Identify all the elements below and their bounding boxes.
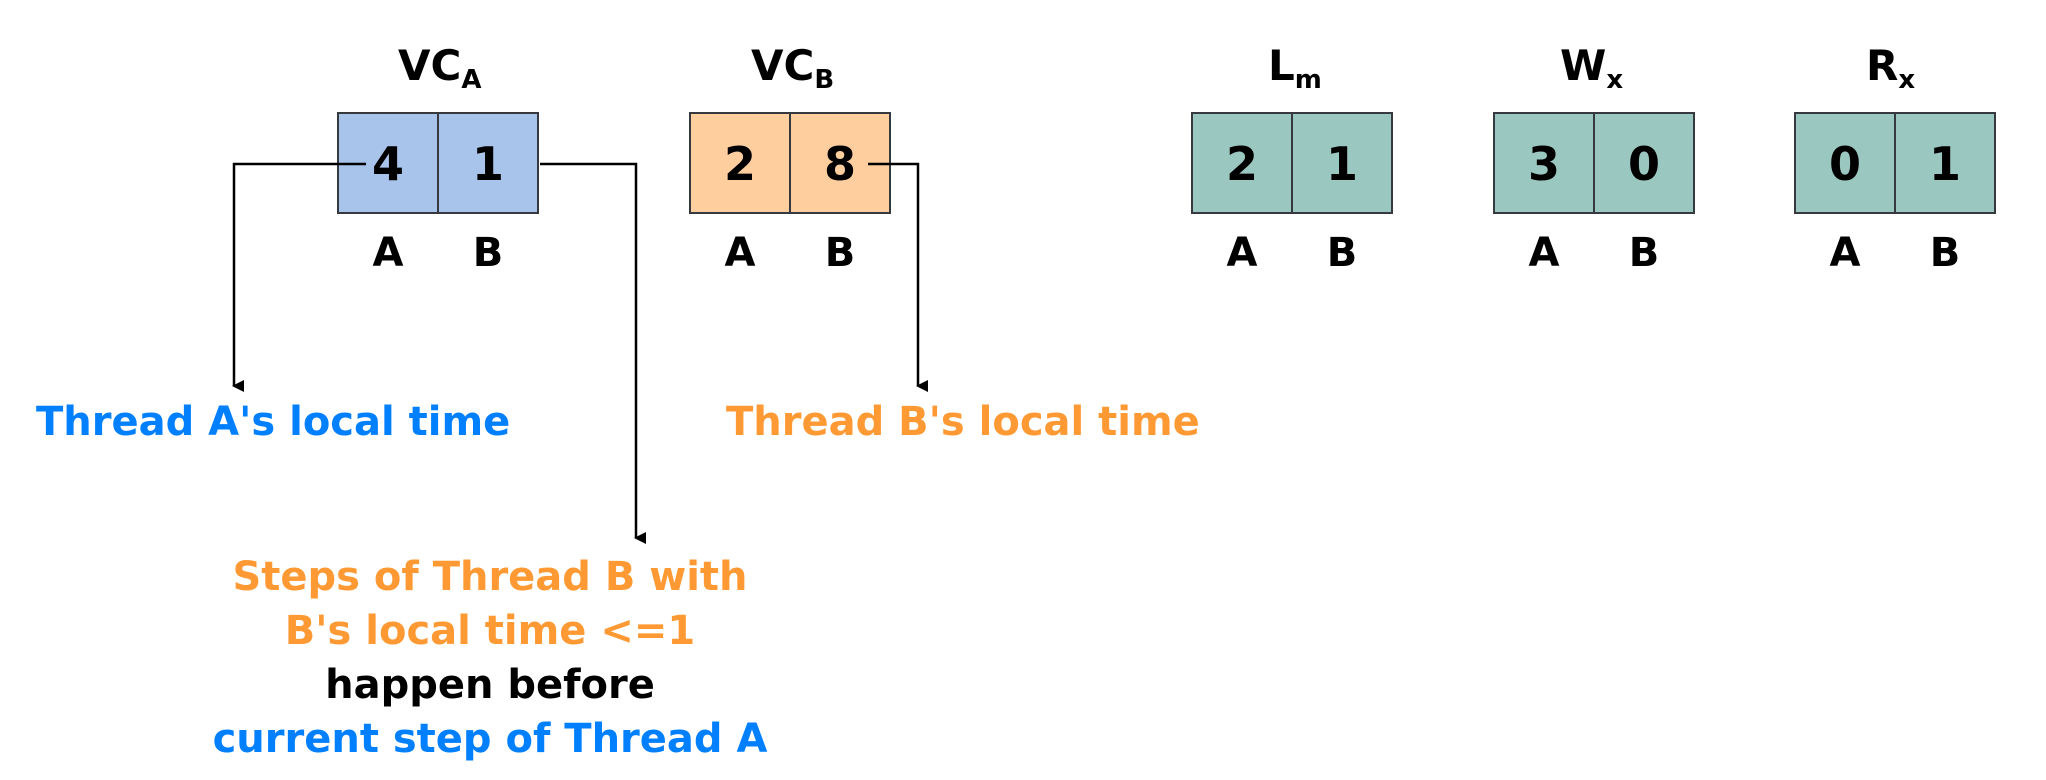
clock-l-m-cell-a xyxy=(1191,112,1293,214)
clock-vc-a-title: VCA xyxy=(398,41,481,95)
annotation-steps-line-3: happen before xyxy=(325,662,655,708)
arrow-vc-a-b-entry xyxy=(540,162,646,544)
clock-r-x-col-a: A xyxy=(1830,230,1861,276)
clock-l-m-cell-b xyxy=(1291,112,1393,214)
clock-w-x-col-b: B xyxy=(1629,230,1660,276)
clock-r-x-col-b: B xyxy=(1930,230,1961,276)
clock-w-x-value-a: 3 xyxy=(1528,137,1560,191)
clock-r-x-title: Rx xyxy=(1866,41,1915,95)
clock-r-x: Rx 0 1 A B xyxy=(1794,41,1996,276)
annotation-steps-line-2: B's local time <=1 xyxy=(285,608,695,654)
clock-vc-b-cell-a xyxy=(689,112,791,214)
clock-l-m-col-a: A xyxy=(1227,230,1258,276)
clock-vc-a-value-b: 1 xyxy=(472,137,504,191)
clock-l-m: Lm 2 1 A B xyxy=(1191,41,1393,276)
clock-r-x-value-b: 1 xyxy=(1929,137,1961,191)
clock-vc-b-value-a: 2 xyxy=(724,137,756,191)
clock-vc-b: VCB 2 8 A B xyxy=(689,41,891,276)
clock-vc-b-title: VCB xyxy=(751,41,834,95)
annotation-thread-b-local-time: Thread B's local time xyxy=(726,399,1200,445)
clock-l-m-value-b: 1 xyxy=(1326,137,1358,191)
clock-vc-a-value-a: 4 xyxy=(372,137,404,191)
clock-w-x-cell-a xyxy=(1493,112,1595,214)
arrow-vc-b-local-time xyxy=(868,162,928,392)
clock-r-x-cell-b xyxy=(1894,112,1996,214)
clock-w-x: Wx 3 0 A B xyxy=(1493,41,1695,276)
clock-w-x-value-b: 0 xyxy=(1628,137,1660,191)
clock-l-m-title: Lm xyxy=(1268,41,1322,95)
clock-l-m-col-b: B xyxy=(1327,230,1358,276)
annotation-steps-line-4: current step of Thread A xyxy=(213,716,768,762)
annotation-thread-a-local-time: Thread A's local time xyxy=(36,399,510,445)
arrow-vc-a-local-time xyxy=(232,162,366,392)
clock-w-x-cell-b xyxy=(1593,112,1695,214)
clock-vc-a-cell-b xyxy=(437,112,539,214)
clock-l-m-value-a: 2 xyxy=(1226,137,1258,191)
clock-vc-b-value-b: 8 xyxy=(824,137,856,191)
clock-r-x-value-a: 0 xyxy=(1829,137,1861,191)
annotation-steps-line-1: Steps of Thread B with xyxy=(232,554,747,600)
clock-w-x-title: Wx xyxy=(1560,41,1623,95)
clock-vc-a-col-b: B xyxy=(473,230,504,276)
clock-vc-b-col-b: B xyxy=(825,230,856,276)
clock-vc-b-col-a: A xyxy=(725,230,756,276)
clock-w-x-col-a: A xyxy=(1529,230,1560,276)
clock-vc-a: VCA 4 1 A B xyxy=(337,41,539,276)
clock-r-x-cell-a xyxy=(1794,112,1896,214)
clock-vc-a-col-a: A xyxy=(373,230,404,276)
